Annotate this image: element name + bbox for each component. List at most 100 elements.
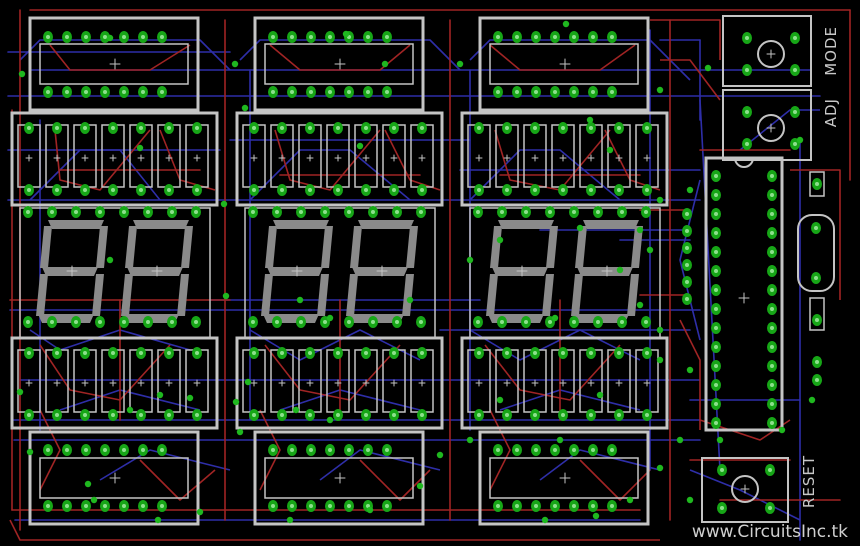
pad-hole (141, 35, 145, 39)
pad-hole (328, 90, 332, 94)
pad-hole (83, 188, 87, 192)
pad-hole (26, 210, 30, 214)
via (656, 356, 664, 364)
pad-hole (685, 229, 689, 233)
pad-hole (392, 126, 396, 130)
pad-hole (395, 320, 399, 324)
pad-hole (548, 320, 552, 324)
capacitor-outline (809, 171, 825, 197)
pad-layer (16, 20, 822, 524)
pad-hole (714, 288, 718, 292)
pad-hole (160, 35, 164, 39)
pad-hole (515, 504, 519, 508)
pad-hole (496, 504, 500, 508)
via (686, 186, 694, 194)
display-segment (350, 226, 362, 268)
pad-hole (167, 351, 171, 355)
via (796, 136, 804, 144)
pad-hole (170, 210, 174, 214)
top-trace (359, 459, 431, 501)
pad-hole (84, 504, 88, 508)
pad-hole (84, 90, 88, 94)
pad-hole (271, 448, 275, 452)
via (716, 436, 724, 444)
top-trace (139, 459, 216, 501)
via (556, 436, 564, 444)
pad-hole (561, 413, 565, 417)
pad-hole (419, 320, 423, 324)
pad-hole (290, 448, 294, 452)
bottom-trace (469, 329, 641, 361)
pad-hole (714, 402, 718, 406)
display-segment (571, 274, 583, 316)
pad-hole (347, 320, 351, 324)
pad-hole (685, 212, 689, 216)
pad-hole (815, 182, 819, 186)
reset-button-outline (701, 457, 789, 523)
pad-hole (122, 90, 126, 94)
via (286, 516, 294, 524)
pad-hole (111, 126, 115, 130)
display-segment (317, 274, 329, 316)
display-segment (358, 220, 414, 229)
via (676, 436, 684, 444)
pad-hole (46, 35, 50, 39)
via (466, 436, 474, 444)
pad-hole (122, 504, 126, 508)
via (381, 60, 389, 68)
ic-body-outline (489, 43, 639, 85)
via (616, 266, 624, 274)
pad-hole (194, 320, 198, 324)
pad-hole (500, 210, 504, 214)
via (656, 196, 664, 204)
pad-hole (745, 36, 749, 40)
pad-hole (271, 504, 275, 508)
pad-hole (308, 413, 312, 417)
pad-hole (534, 35, 538, 39)
via (26, 448, 34, 456)
pad-hole (515, 448, 519, 452)
pad-hole (271, 90, 275, 94)
pad-hole (572, 90, 576, 94)
display-segment (321, 226, 333, 268)
reset-button-label: RESET (800, 455, 818, 509)
pad-hole (65, 448, 69, 452)
top-trace (39, 344, 171, 401)
via (541, 516, 549, 524)
pad-hole (27, 126, 31, 130)
ic-socket-outline (478, 16, 650, 112)
via (636, 301, 644, 309)
pad-hole (55, 413, 59, 417)
via (626, 496, 634, 504)
pad-hole (714, 250, 718, 254)
top-trace (699, 419, 791, 441)
pad-hole (251, 210, 255, 214)
pad-hole (275, 320, 279, 324)
adj-button-outline (722, 89, 812, 161)
pad-hole (65, 35, 69, 39)
via (126, 406, 134, 414)
pad-hole (141, 504, 145, 508)
pad-hole (714, 364, 718, 368)
pad-hole (111, 351, 115, 355)
pad-hole (385, 90, 389, 94)
pad-hole (27, 351, 31, 355)
top-trace (39, 409, 61, 491)
top-trace (49, 44, 191, 71)
display-segment (261, 274, 273, 316)
pad-hole (793, 142, 797, 146)
pad-hole (572, 448, 576, 452)
button-plunger (731, 475, 759, 503)
pad-hole (420, 413, 424, 417)
pad-hole (620, 320, 624, 324)
transistor-array-outline (460, 336, 669, 430)
pad-hole (745, 142, 749, 146)
pad-hole (98, 210, 102, 214)
via (436, 451, 444, 459)
pad-hole (477, 126, 481, 130)
pad-hole (420, 351, 424, 355)
via (356, 142, 364, 150)
pad-hole (27, 413, 31, 417)
pad-hole (500, 320, 504, 324)
pad-hole (505, 413, 509, 417)
